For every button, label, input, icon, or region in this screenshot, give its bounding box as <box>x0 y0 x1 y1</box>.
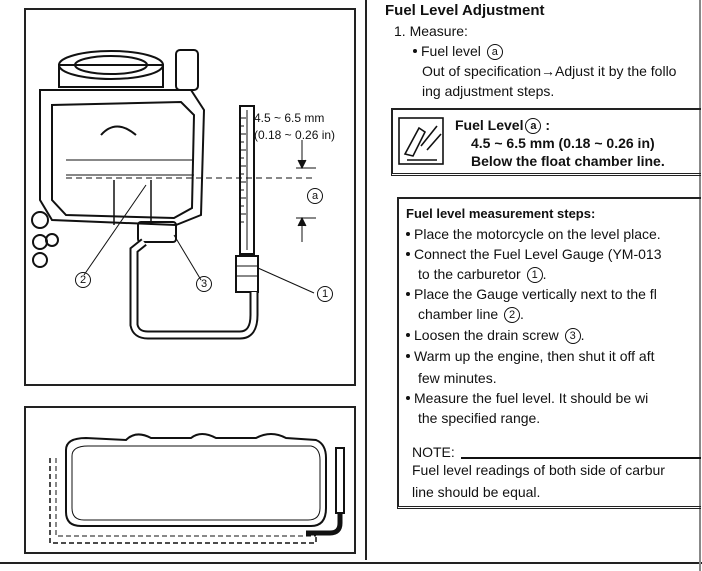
step-6-cont: the specified range. <box>418 410 541 426</box>
step-3: Place the Gauge vertically next to the f… <box>406 285 657 303</box>
callout-3: 3 <box>196 276 212 292</box>
step-3-cont: chamber line 2. <box>418 305 524 323</box>
callout-2: 2 <box>75 272 91 288</box>
bullet-dot <box>406 252 410 256</box>
step-5: Warm up the engine, then shut it off aft <box>406 347 654 365</box>
step-4-text: Loosen the drain screw <box>414 327 559 343</box>
bullet-dot <box>406 292 410 296</box>
carburetor-bank-drawing <box>49 433 345 544</box>
note-line-1: Fuel level readings of both side of carb… <box>412 462 665 478</box>
note-line-2: line should be equal. <box>412 484 541 500</box>
note-rule <box>461 457 701 459</box>
carburetor-bank-figure <box>24 406 356 554</box>
spec-note: Below the float chamber line. <box>471 153 665 169</box>
ref-1: 1 <box>526 267 543 283</box>
spec-label: Fuel Level <box>455 117 524 133</box>
step-4: Loosen the drain screw 3. <box>406 326 585 344</box>
page-right-edge <box>699 0 701 571</box>
period: . <box>580 327 585 343</box>
ref-2: 2 <box>504 307 521 323</box>
ref-3: 3 <box>564 328 581 344</box>
note-label: NOTE: <box>412 444 455 460</box>
step-2: Connect the Fuel Level Gauge (YM-013 <box>406 245 661 263</box>
step-2-cont: to the carburetor 1. <box>418 265 547 283</box>
bullet-dot <box>406 333 410 337</box>
bullet-dot <box>406 232 410 236</box>
bullet-dot <box>406 396 410 400</box>
fuel-level-bullet: Fuel level a <box>413 42 503 60</box>
bullet-dot <box>406 354 410 358</box>
step-2-cont-text: to the carburetor <box>418 266 521 282</box>
spec-value: 4.5 ~ 6.5 mm (0.18 ~ 0.26 in) <box>471 135 655 151</box>
column-divider <box>365 0 367 560</box>
section-title: Fuel Level Adjustment <box>385 2 545 19</box>
carburetor-drawing <box>31 49 316 340</box>
carburetor-figure: 4.5 ~ 6.5 mm (0.18 ~ 0.26 in) a 2 3 1 <box>24 8 356 386</box>
bullet-dot <box>413 49 417 53</box>
step-3-text: Place the Gauge vertically next to the f… <box>414 286 657 302</box>
fuel-level-label: Fuel level <box>421 43 481 59</box>
spec-line-1: Out of specification→Adjust it by the fo… <box>422 63 677 79</box>
callout-a: a <box>307 188 323 204</box>
ref-a: a <box>486 44 503 60</box>
spec-colon: : <box>545 117 551 133</box>
steps-heading: Fuel level measurement steps: <box>406 206 596 221</box>
step-1-text: Place the motorcycle on the level place. <box>414 226 661 242</box>
step-5-cont: few minutes. <box>418 370 497 386</box>
callout-1: 1 <box>317 286 333 302</box>
step-6: Measure the fuel level. It should be wi <box>406 389 648 407</box>
period: . <box>542 266 547 282</box>
page-bottom-rule <box>0 562 702 564</box>
spec-ref-a: a <box>525 118 542 134</box>
steps-box: Fuel level measurement steps: Place the … <box>397 197 701 509</box>
measure-step: 1. Measure: <box>394 23 468 39</box>
gauge-range-in: (0.18 ~ 0.26 in) <box>254 128 336 142</box>
period: . <box>520 306 524 322</box>
step-5-text: Warm up the engine, then shut it off aft <box>414 348 655 364</box>
gauge-range-mm: 4.5 ~ 6.5 mm <box>254 111 325 125</box>
caliper-icon <box>398 117 444 165</box>
step-2-text: Connect the Fuel Level Gauge (YM-013 <box>414 246 662 262</box>
step-3-cont-text: chamber line <box>418 306 499 322</box>
step-6-text: Measure the fuel level. It should be wi <box>414 390 649 406</box>
step-1: Place the motorcycle on the level place. <box>406 225 661 243</box>
spec-line-2: ing adjustment steps. <box>422 83 555 99</box>
